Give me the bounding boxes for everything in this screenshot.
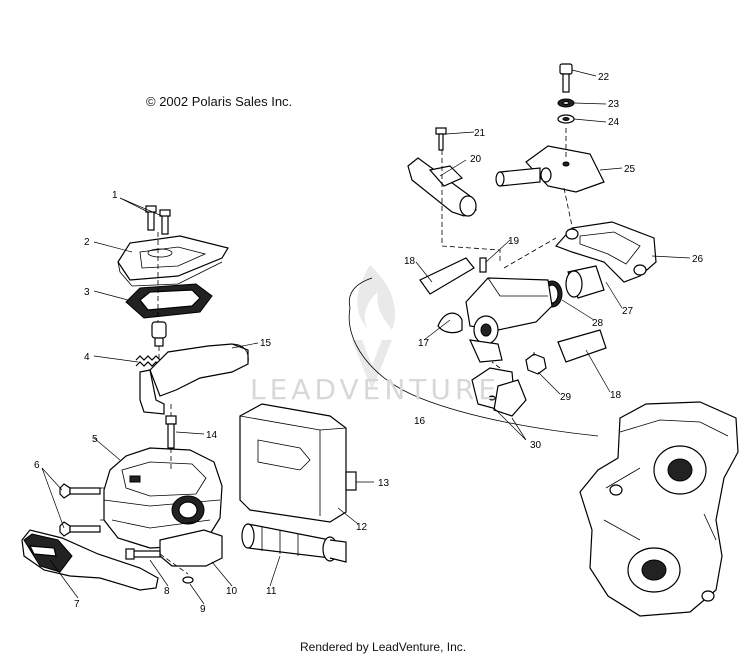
callout-29: 29 (560, 392, 572, 403)
callout-20: 20 (470, 154, 482, 165)
rendered-by-footer: Rendered by LeadVenture, Inc. (300, 640, 467, 654)
part-1-screws (145, 205, 171, 235)
callout-28: 28 (592, 318, 604, 329)
part-10-housing-lower (159, 529, 223, 567)
part-14-pin (165, 415, 177, 449)
part-19-screw (479, 257, 487, 273)
part-26-frame (554, 221, 657, 283)
copyright-text: © 2002 Polaris Sales Inc. (146, 94, 293, 109)
part-casting (579, 401, 739, 617)
part-29-nut (525, 353, 547, 375)
part-22-bolt (559, 63, 573, 93)
part-30-pads (471, 367, 527, 417)
callout-27: 27 (622, 306, 634, 317)
callout-19: 19 (508, 236, 520, 247)
part-plunger (151, 321, 167, 347)
callout-15: 15 (260, 338, 272, 349)
callout-5: 5 (92, 434, 98, 445)
callout-24: 24 (608, 117, 620, 128)
callout-18b: 18 (610, 390, 622, 401)
part-21-bolt (435, 127, 447, 151)
watermark-logo (352, 265, 396, 390)
callout-7: 7 (74, 599, 80, 610)
callout-26: 26 (692, 254, 704, 265)
part-23-washer (557, 98, 575, 108)
part-caliper-body (465, 277, 553, 363)
callout-30: 30 (530, 440, 542, 451)
leader-lines-left (41, 197, 374, 605)
callout-21: 21 (474, 128, 486, 139)
callout-14: 14 (206, 430, 218, 441)
part-27-piston (565, 265, 605, 299)
part-4-spring (135, 355, 161, 367)
part-2-cover (117, 235, 229, 287)
callout-23: 23 (608, 99, 620, 110)
callout-17: 17 (418, 338, 430, 349)
callout-25: 25 (624, 164, 636, 175)
callout-8: 8 (164, 586, 170, 597)
callout-10: 10 (226, 586, 238, 597)
callout-1: 1 (112, 190, 118, 201)
part-25-bracket (495, 145, 605, 193)
callout-2: 2 (84, 237, 90, 248)
part-18-shield-upper (419, 257, 475, 295)
callout-12: 12 (356, 522, 368, 533)
part-8-screw (125, 548, 161, 560)
callout-4: 4 (84, 352, 90, 363)
callout-13: 13 (378, 478, 390, 489)
callout-16: 16 (414, 416, 426, 427)
callout-3: 3 (84, 287, 90, 298)
callout-6: 6 (34, 460, 40, 471)
part-5-housing (103, 447, 223, 549)
callout-22: 22 (598, 72, 610, 83)
part-15-throttle-lever (139, 343, 249, 415)
part-7-brake-lever (21, 529, 159, 591)
part-3-gasket (125, 283, 213, 319)
leader-lines-right (415, 69, 691, 441)
part-17-clip (437, 312, 463, 334)
callout-18a: 18 (404, 256, 416, 267)
part-18-shield-lower (557, 329, 607, 363)
part-12-module (239, 403, 357, 523)
part-16-boundary (348, 277, 599, 437)
part-24-washer (557, 114, 575, 124)
part-6-screws (59, 483, 101, 537)
callout-11: 11 (266, 586, 277, 597)
watermark-text: LEADVENTURE (250, 373, 501, 406)
callout-labels: 1 2 3 4 5 6 7 8 9 10 11 12 13 14 15 16 1… (34, 72, 704, 615)
part-11-tube (241, 523, 347, 563)
callout-9: 9 (200, 604, 206, 615)
part-9-washer (182, 576, 194, 584)
